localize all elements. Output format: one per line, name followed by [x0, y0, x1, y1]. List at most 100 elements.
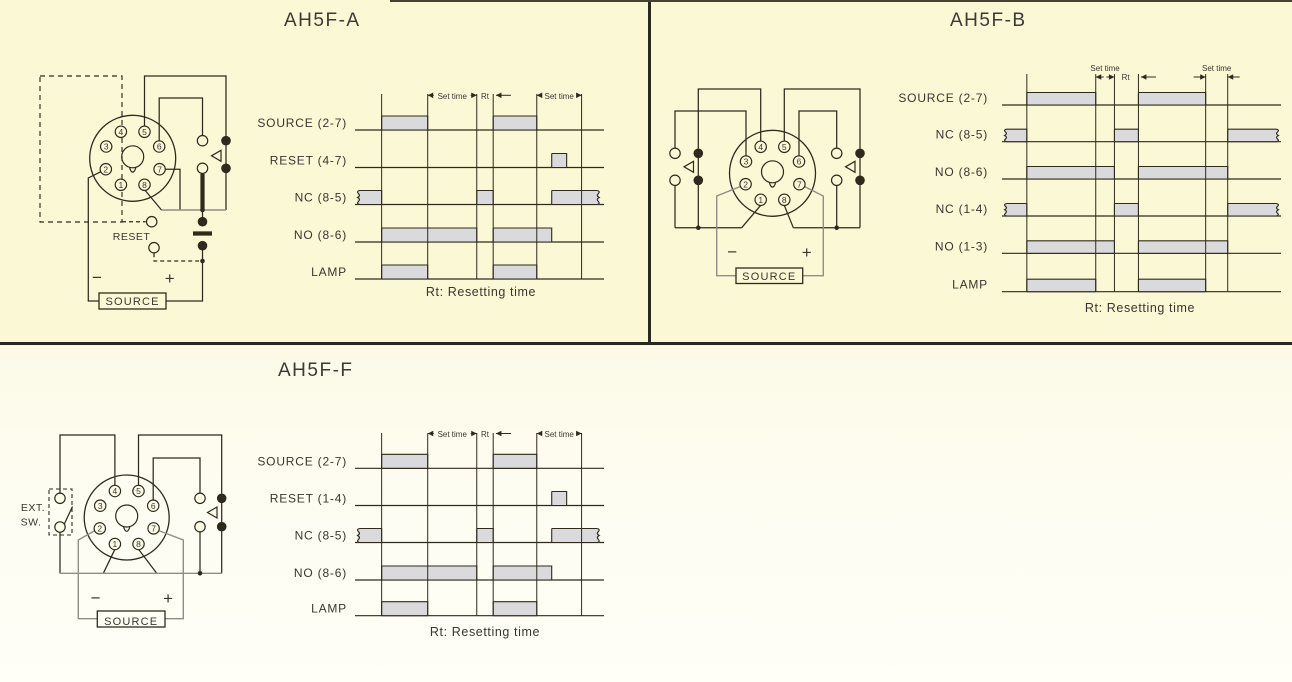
timing-row-label: SOURCE (2-7) [257, 116, 347, 130]
contact-closed-dot [221, 163, 231, 174]
timing-row-label: LAMP [311, 602, 347, 616]
pin-5 [778, 140, 791, 154]
pulse [1138, 240, 1228, 254]
pin-5 [132, 484, 145, 498]
pulse [551, 528, 600, 543]
timing-row-label: RESET (4-7) [270, 154, 347, 168]
timing-row-label: NC (8-5) [936, 128, 988, 142]
contact-open [669, 147, 681, 160]
timing-diagram-AH5F-A: SOURCE (2-7)RESET (4-7)NC (8-5)NO (8-6)L… [257, 92, 604, 299]
wire [783, 88, 861, 149]
arrowhead-icon [536, 92, 543, 99]
timing-row-label: LAMP [952, 278, 988, 292]
contact-open [830, 147, 843, 160]
socket-outline [89, 114, 177, 202]
pulse [381, 454, 428, 469]
pin-number: 3 [744, 157, 749, 167]
timing-row-label: RESET (1-4) [270, 492, 347, 506]
dashed-wire [153, 253, 199, 262]
timing-row-label: SOURCE (2-7) [898, 91, 988, 105]
pin-number: 1 [119, 180, 124, 190]
pin-number: 3 [98, 501, 103, 511]
pulse [493, 454, 537, 469]
pin-2 [99, 162, 113, 176]
pin-6 [146, 499, 160, 512]
pulse [357, 190, 382, 205]
pulse-outline [551, 189, 598, 206]
gray-wire [77, 529, 98, 620]
pin-1 [108, 537, 122, 551]
gray-wire [158, 529, 185, 620]
contact-arrow-icon [844, 160, 856, 174]
contact-closed-dot [855, 148, 865, 159]
panel-title-ah5f-a: AH5F-A [284, 10, 361, 31]
socket-keyhole [760, 160, 785, 184]
pin-number: 5 [142, 127, 147, 137]
pulse-outline [551, 152, 568, 169]
contact-open [669, 174, 681, 187]
pulse [381, 265, 428, 279]
source-label: SOURCE [742, 271, 796, 283]
pin-6 [792, 155, 806, 168]
pulse [1138, 166, 1228, 179]
pulse [476, 190, 494, 205]
pin-3 [93, 499, 107, 512]
contact-closed-dot [216, 493, 227, 504]
wire [144, 189, 162, 211]
pin-8 [778, 193, 791, 207]
ext_line1-label: EXT. [21, 502, 45, 514]
plus-label: + [165, 269, 175, 288]
junction-dot [696, 225, 701, 230]
pulse [551, 153, 567, 168]
junction-dot [197, 571, 203, 576]
contact-closed-dot [221, 135, 231, 146]
pulse [357, 528, 382, 543]
socket-keyhole [121, 145, 145, 169]
set-time-label: Set time [438, 92, 468, 101]
arrowhead-icon [471, 430, 477, 437]
pin-number: 7 [157, 164, 162, 174]
timing-row-label: NC (8-5) [295, 191, 347, 205]
contact-open [54, 492, 66, 505]
wire [87, 171, 101, 302]
set-time-label: Set time [1090, 64, 1120, 73]
contact-closed-dot [693, 148, 704, 159]
pin-number: 4 [113, 486, 118, 496]
socket-outline [83, 474, 170, 561]
pin-number: 2 [97, 524, 102, 534]
pulse [381, 228, 477, 242]
pin-number: 2 [743, 179, 748, 189]
pin-number: 3 [104, 142, 109, 152]
arrowhead-icon [495, 430, 502, 437]
pin-4 [754, 140, 767, 154]
torn-edge-icon [596, 189, 601, 206]
divider-horizontal [0, 342, 1292, 345]
socket-keyhole-notch [768, 182, 777, 188]
wire [137, 434, 223, 494]
pulse [493, 601, 537, 616]
pin-6 [152, 140, 166, 153]
timing-row-label: NO (8-6) [294, 566, 347, 580]
pulse [551, 491, 567, 506]
pulse [1026, 166, 1115, 179]
junction-dot [200, 258, 205, 264]
arrowhead-icon [536, 430, 543, 437]
contact-arrow-icon [210, 149, 222, 163]
wire [138, 548, 158, 574]
pulse [1004, 203, 1027, 216]
wire [166, 261, 204, 302]
wire [165, 168, 181, 210]
contact-open [830, 174, 843, 187]
pin-number: 8 [142, 180, 147, 190]
contact-closed-dot [216, 521, 227, 532]
contact-open [196, 134, 209, 147]
pulse [493, 116, 537, 130]
pin-number: 8 [782, 195, 787, 205]
wire [152, 457, 201, 501]
set-time-label: Set time [1202, 64, 1232, 73]
pin-number: 1 [758, 195, 763, 205]
gray-wire [716, 185, 741, 277]
ext_line2-label: SW. [21, 517, 42, 529]
